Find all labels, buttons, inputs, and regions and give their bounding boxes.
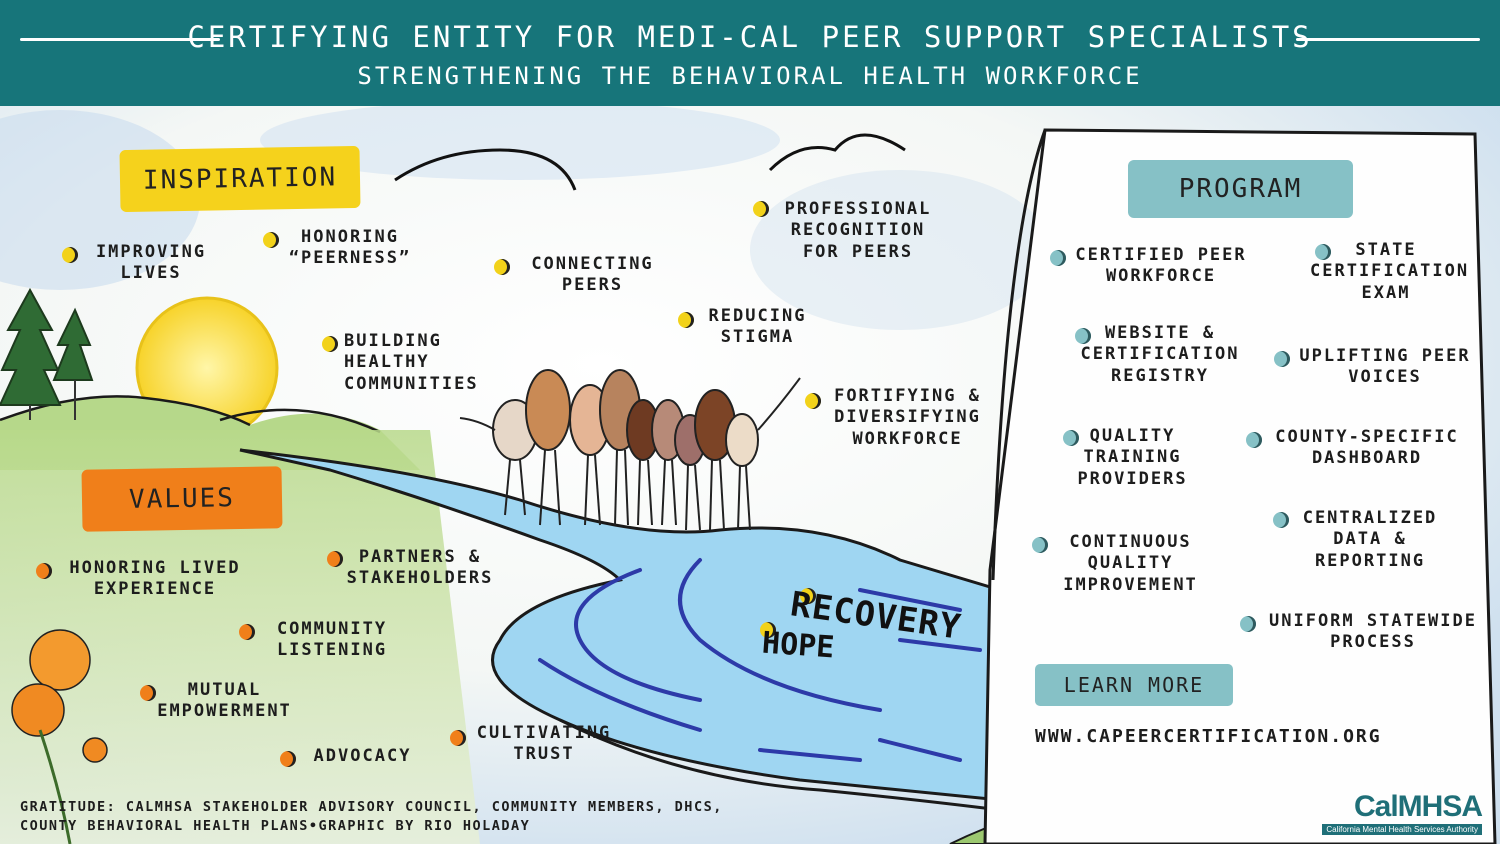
learn-more-label: LEARN MORE: [1063, 673, 1205, 697]
cloud-outline: [394, 148, 577, 191]
bullet-icon: [36, 563, 52, 579]
bullet-icon: [753, 201, 769, 217]
bullet-icon: [1315, 244, 1331, 260]
header-left-rule: [20, 38, 220, 41]
program-item: STATE CERTIFICATION EXAM: [1310, 240, 1470, 303]
page-title: CERTIFYING ENTITY FOR MEDI-CAL PEER SUPP…: [187, 20, 1313, 54]
page-subtitle: STRENGTHENING THE BEHAVIORAL HEALTH WORK…: [357, 62, 1143, 90]
pine-trees: [0, 287, 94, 420]
bullet-icon: [1273, 512, 1289, 528]
values-label: VALUES: [128, 483, 236, 515]
inspiration-item: PROFESSIONAL RECOGNITION FOR PEERS: [784, 199, 932, 262]
inspiration-item: HONORING “PEERNESS”: [288, 227, 412, 269]
bullet-icon: [280, 751, 296, 767]
bullet-icon: [1075, 328, 1091, 344]
logo-subtitle: California Mental Health Services Author…: [1322, 824, 1482, 835]
gratitude-line: COUNTY BEHAVIORAL HEALTH PLANS•GRAPHIC B…: [20, 817, 531, 834]
bullet-icon: [1246, 432, 1262, 448]
bullet-icon: [1240, 616, 1256, 632]
bullet-icon: [1032, 537, 1048, 553]
program-item: UPLIFTING PEER VOICES: [1299, 346, 1471, 388]
bullet-icon: [1063, 430, 1079, 446]
inspiration-item: FORTIFYING & DIVERSIFYING WORKFORCE: [834, 386, 981, 449]
inspiration-item: BUILDING HEALTHY COMMUNITIES: [344, 331, 479, 394]
cloud-outline: [768, 133, 906, 172]
program-banner: PROGRAM: [1128, 160, 1353, 218]
bullet-icon: [327, 551, 343, 567]
values-item: HONORING LIVED EXPERIENCE: [69, 558, 241, 600]
values-banner: VALUES: [81, 466, 283, 532]
bullet-icon: [140, 685, 156, 701]
program-label: PROGRAM: [1178, 174, 1303, 204]
logo-name: CalMHSA: [1353, 790, 1483, 823]
program-item: CERTIFIED PEER WORKFORCE: [1075, 245, 1247, 287]
inspiration-banner: INSPIRATION: [119, 145, 361, 213]
values-item: PARTNERS & STAKEHOLDERS: [346, 547, 494, 589]
values-item: COMMUNITY LISTENING: [276, 619, 388, 661]
website-link[interactable]: WWW.CAPEERCERTIFICATION.ORG: [1035, 726, 1382, 747]
bullet-icon: [800, 588, 816, 604]
program-item: COUNTY-SPECIFIC DASHBOARD: [1275, 427, 1459, 469]
bullet-icon: [239, 624, 255, 640]
bullet-icon: [263, 232, 279, 248]
bullet-icon: [760, 622, 776, 638]
learn-more-banner: LEARN MORE: [1035, 664, 1233, 706]
poppy-flowers: [11, 629, 108, 844]
values-item: ADVOCACY: [313, 746, 412, 766]
hope-label: HOPE: [760, 625, 836, 666]
gratitude-credits: GRATITUDE: CALMHSA STAKEHOLDER ADVISORY …: [20, 798, 723, 836]
program-item: QUALITY TRAINING PROVIDERS: [1077, 426, 1188, 489]
bullet-icon: [1274, 351, 1290, 367]
people-group: [459, 369, 801, 531]
bullet-icon: [62, 247, 78, 263]
program-item: UNIFORM STATEWIDE PROCESS: [1269, 611, 1477, 653]
program-item: CENTRALIZED DATA & REPORTING: [1302, 508, 1438, 571]
bullet-icon: [678, 312, 694, 328]
program-item: WEBSITE & CERTIFICATION REGISTRY: [1080, 323, 1240, 386]
header-right-rule: [1296, 38, 1480, 41]
bullet-icon: [1050, 250, 1066, 266]
gratitude-line: GRATITUDE: CALMHSA STAKEHOLDER ADVISORY …: [20, 799, 723, 815]
bullet-icon: [322, 336, 338, 352]
inspiration-item: CONNECTING PEERS: [531, 254, 654, 296]
values-item: MUTUAL EMPOWERMENT: [157, 680, 292, 722]
river: [239, 448, 1002, 802]
values-item: CULTIVATING TRUST: [476, 723, 612, 765]
inspiration-item: IMPROVING LIVES: [95, 242, 207, 284]
bullet-icon: [494, 259, 510, 275]
program-item: CONTINUOUS QUALITY IMPROVEMENT: [1063, 532, 1198, 595]
calmhsa-logo: CalMHSA California Mental Health Service…: [1322, 790, 1483, 835]
inspiration-item: REDUCING STIGMA: [708, 306, 807, 348]
bullet-icon: [805, 393, 821, 409]
bullet-icon: [450, 730, 466, 746]
inspiration-label: INSPIRATION: [142, 162, 338, 196]
header-banner: CERTIFYING ENTITY FOR MEDI-CAL PEER SUPP…: [0, 0, 1500, 106]
